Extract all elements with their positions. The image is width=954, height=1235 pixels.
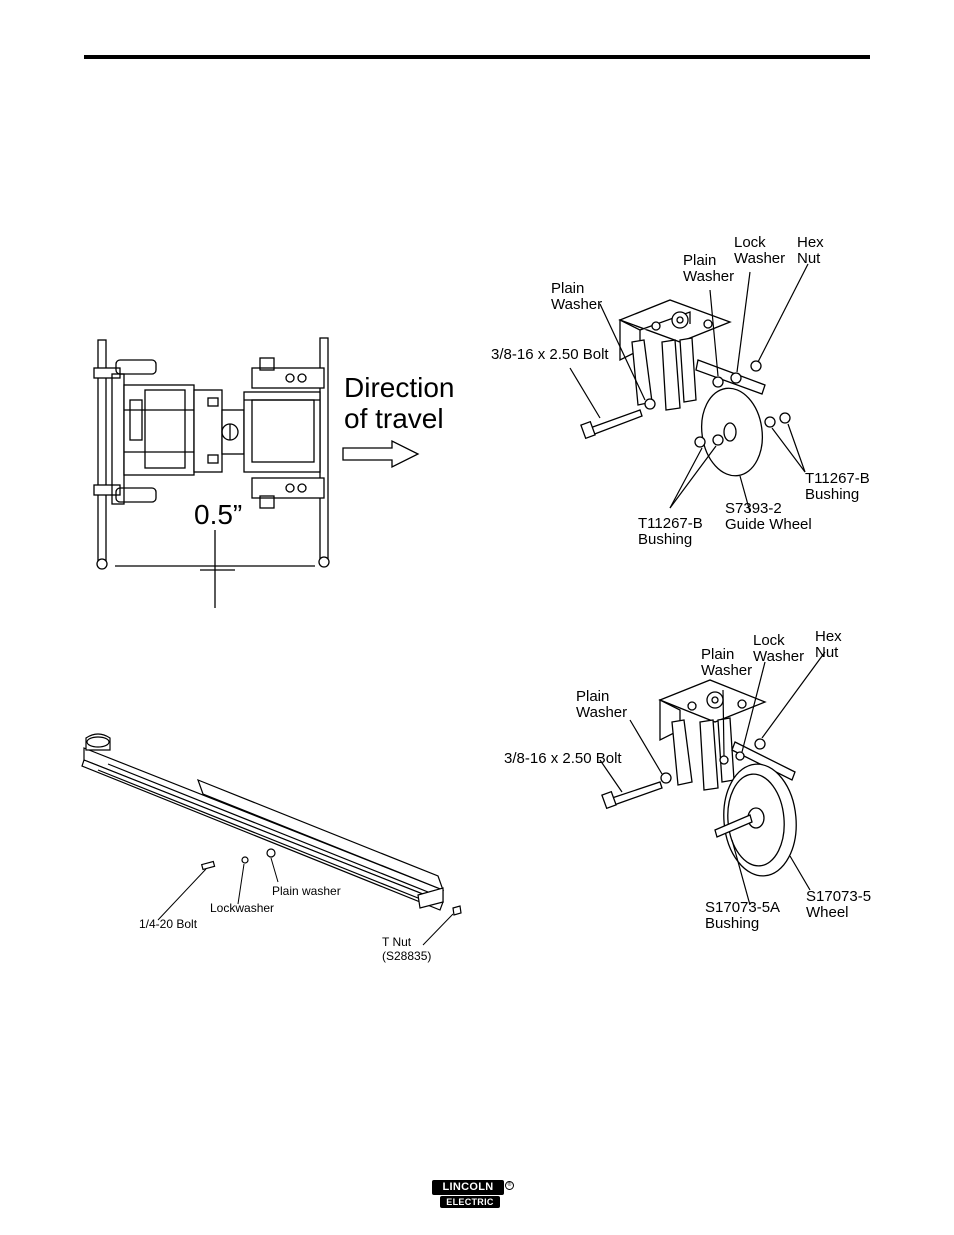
plain-washer-right-label: Plain Washer (683, 252, 735, 286)
direction-of-travel-label: Direction of travel (344, 372, 455, 434)
registered-mark: ® (505, 1181, 514, 1190)
direction-arrow-icon (342, 439, 420, 469)
logo-bottom-text: ELECTRIC (440, 1196, 500, 1208)
rail-bolt-label: 1/4-20 Bolt (139, 917, 198, 931)
rail-assembly-drawing (81, 733, 462, 946)
guide-wheel-label: S7393-2 Guide Wheel (725, 500, 812, 534)
t-nut-part-label: (S28835) (382, 949, 432, 963)
hex-nut-label: Hex Nut (797, 234, 824, 268)
header-rule (84, 55, 870, 59)
lincoln-electric-logo: LINCOLN ELECTRIC ® (432, 1180, 514, 1210)
bushing-right-label: T11267-B Bushing (805, 470, 870, 504)
plain-washer-left-label: Plain Washer (551, 280, 603, 314)
t-nut-label: T Nut (382, 935, 412, 949)
wheel-bolt-label: 3/8-16 x 2.50 Bolt (504, 750, 622, 767)
wheel-assembly-drawing (599, 651, 826, 906)
wheel-label: S17073-5 Wheel (806, 888, 872, 922)
lock-washer-label: Lock Washer (734, 234, 786, 268)
wheel-plain-washer-left-label: Plain Washer (576, 688, 628, 722)
rail-plain-washer-label: Plain washer (272, 884, 341, 898)
bushing-left-label: T11267-B Bushing (638, 515, 703, 549)
wheel-lock-washer-label: Lock Washer (753, 632, 805, 666)
logo-top-text: LINCOLN (432, 1180, 504, 1195)
wheel-hex-nut-label: Hex Nut (815, 628, 842, 662)
offset-dimension-label: 0.5” (194, 499, 243, 530)
rail-lockwasher-label: Lockwasher (210, 901, 275, 915)
guide-wheel-assembly-drawing (569, 263, 809, 513)
bolt-label: 3/8-16 x 2.50 Bolt (491, 346, 609, 363)
wheel-bushing-label: S17073-5A Bushing (705, 899, 780, 933)
carriage-top-view-drawing (93, 337, 330, 608)
wheel-plain-washer-right-label: Plain Washer (701, 646, 753, 680)
